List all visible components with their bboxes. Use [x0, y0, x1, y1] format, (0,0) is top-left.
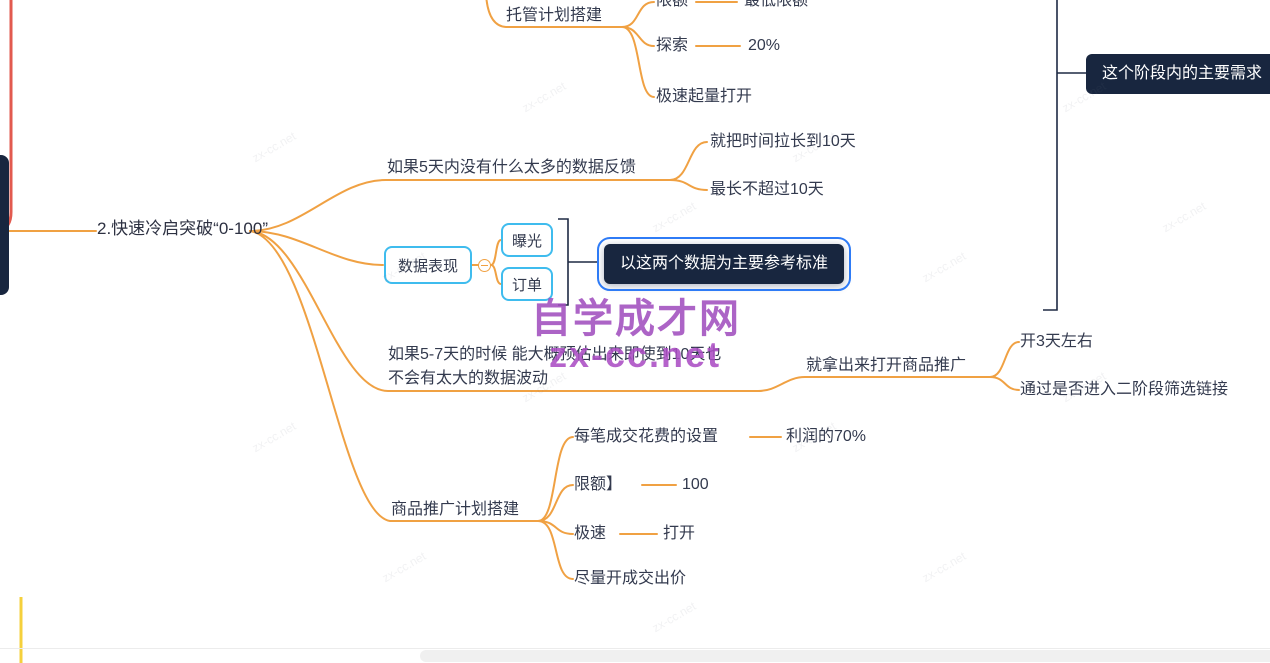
promo-child1-line: [537, 436, 574, 522]
topic-data-performance[interactable]: 数据表现: [384, 246, 472, 284]
top-child2-line: [621, 26, 655, 47]
faint-watermark: zx-cc.net: [649, 198, 699, 236]
topic-hosting-plan[interactable]: 托管计划搭建: [506, 7, 603, 24]
top-child1-line: [621, 1, 655, 28]
topic-promo-limit-value[interactable]: 100: [682, 476, 709, 493]
exposure-label: 曝光: [511, 232, 542, 250]
promo-child2-line: [537, 484, 574, 522]
stage-summary-bracket: [1043, 0, 1086, 311]
collapse-minus-icon[interactable]: [478, 259, 491, 272]
topic-max-10days[interactable]: 最长不超过10天: [710, 181, 824, 198]
data-summary-bracket: [558, 218, 597, 306]
faint-watermark: zx-cc.net: [919, 248, 969, 286]
data-branch-line: [249, 230, 384, 266]
topic-root[interactable]: 2.快速冷启突破“0-100”: [97, 219, 268, 238]
topic-extend-10days[interactable]: 就把时间拉长到10天: [710, 133, 856, 150]
topic-limit-value[interactable]: 最低限额: [744, 0, 809, 9]
estimate-child1-line: [989, 341, 1020, 378]
faint-watermark: zx-cc.net: [1159, 198, 1209, 236]
stage-note-box[interactable]: 这个阶段内的主要需求: [1086, 54, 1270, 94]
feedback-child1-line: [669, 141, 708, 181]
topic-open-3days[interactable]: 开3天左右: [1020, 333, 1093, 350]
faint-watermark: zx-cc.net: [249, 128, 299, 166]
topic-estimate-line1[interactable]: 如果5-7天的时候 能大概预估出来即使到10天也: [388, 346, 722, 363]
bottom-divider: [0, 648, 1270, 649]
topic-5day-feedback[interactable]: 如果5天内没有什么太多的数据反馈: [387, 159, 636, 176]
faint-watermark: zx-cc.net: [249, 418, 299, 456]
topic-orders[interactable]: 订单: [501, 267, 553, 301]
horizontal-scrollbar-thumb[interactable]: [420, 650, 1270, 662]
promo-child3-line: [537, 520, 574, 535]
estimate-child2-line: [989, 376, 1020, 391]
topic-explore-value[interactable]: 20%: [748, 37, 781, 54]
top-child3-line: [621, 26, 655, 98]
topic-limit[interactable]: 限额: [656, 0, 689, 9]
collapsed-topic-pill[interactable]: [0, 155, 9, 295]
summary-reference-standard[interactable]: 以这两个数据为主要参考标准: [596, 237, 852, 291]
topic-fast-start[interactable]: 极速起量打开: [656, 88, 753, 105]
estimate-action-line: [757, 376, 991, 392]
topic-cost-per-deal[interactable]: 每笔成交花费的设置: [574, 428, 719, 445]
topic-exposure[interactable]: 曝光: [501, 223, 553, 257]
data-orders-line: [490, 264, 502, 285]
orders-label: 订单: [511, 276, 542, 294]
topic-cost-per-deal-value[interactable]: 利润的70%: [786, 428, 867, 445]
faint-watermark: zx-cc.net: [519, 78, 569, 116]
topic-deal-bidding[interactable]: 尽量开成交出价: [574, 570, 687, 587]
feedback-child2-line: [669, 179, 708, 191]
topic-promo-fast[interactable]: 极速: [574, 525, 607, 542]
faint-watermark: zx-cc.net: [379, 548, 429, 586]
topic-estimate-line2[interactable]: 不会有太大的数据波动: [388, 370, 549, 387]
feedback-branch-line: [249, 179, 671, 232]
topic-promo-plan[interactable]: 商品推广计划搭建: [391, 501, 520, 518]
topic-explore[interactable]: 探索: [656, 37, 689, 54]
topic-open-promotion[interactable]: 就拿出来打开商品推广: [806, 357, 967, 374]
data-performance-label: 数据表现: [397, 257, 458, 275]
promo-child4-line: [537, 520, 574, 580]
topic-promo-limit[interactable]: 限额】: [574, 476, 623, 493]
topic-stage2-filter[interactable]: 通过是否进入二阶段筛选链接: [1020, 381, 1229, 398]
faint-watermark: zx-cc.net: [649, 598, 699, 636]
faint-watermark: zx-cc.net: [919, 548, 969, 586]
watermark-site-name: 自学成才网: [531, 297, 741, 341]
topic-promo-fast-value[interactable]: 打开: [663, 525, 696, 542]
data-exposure-line: [490, 239, 502, 266]
